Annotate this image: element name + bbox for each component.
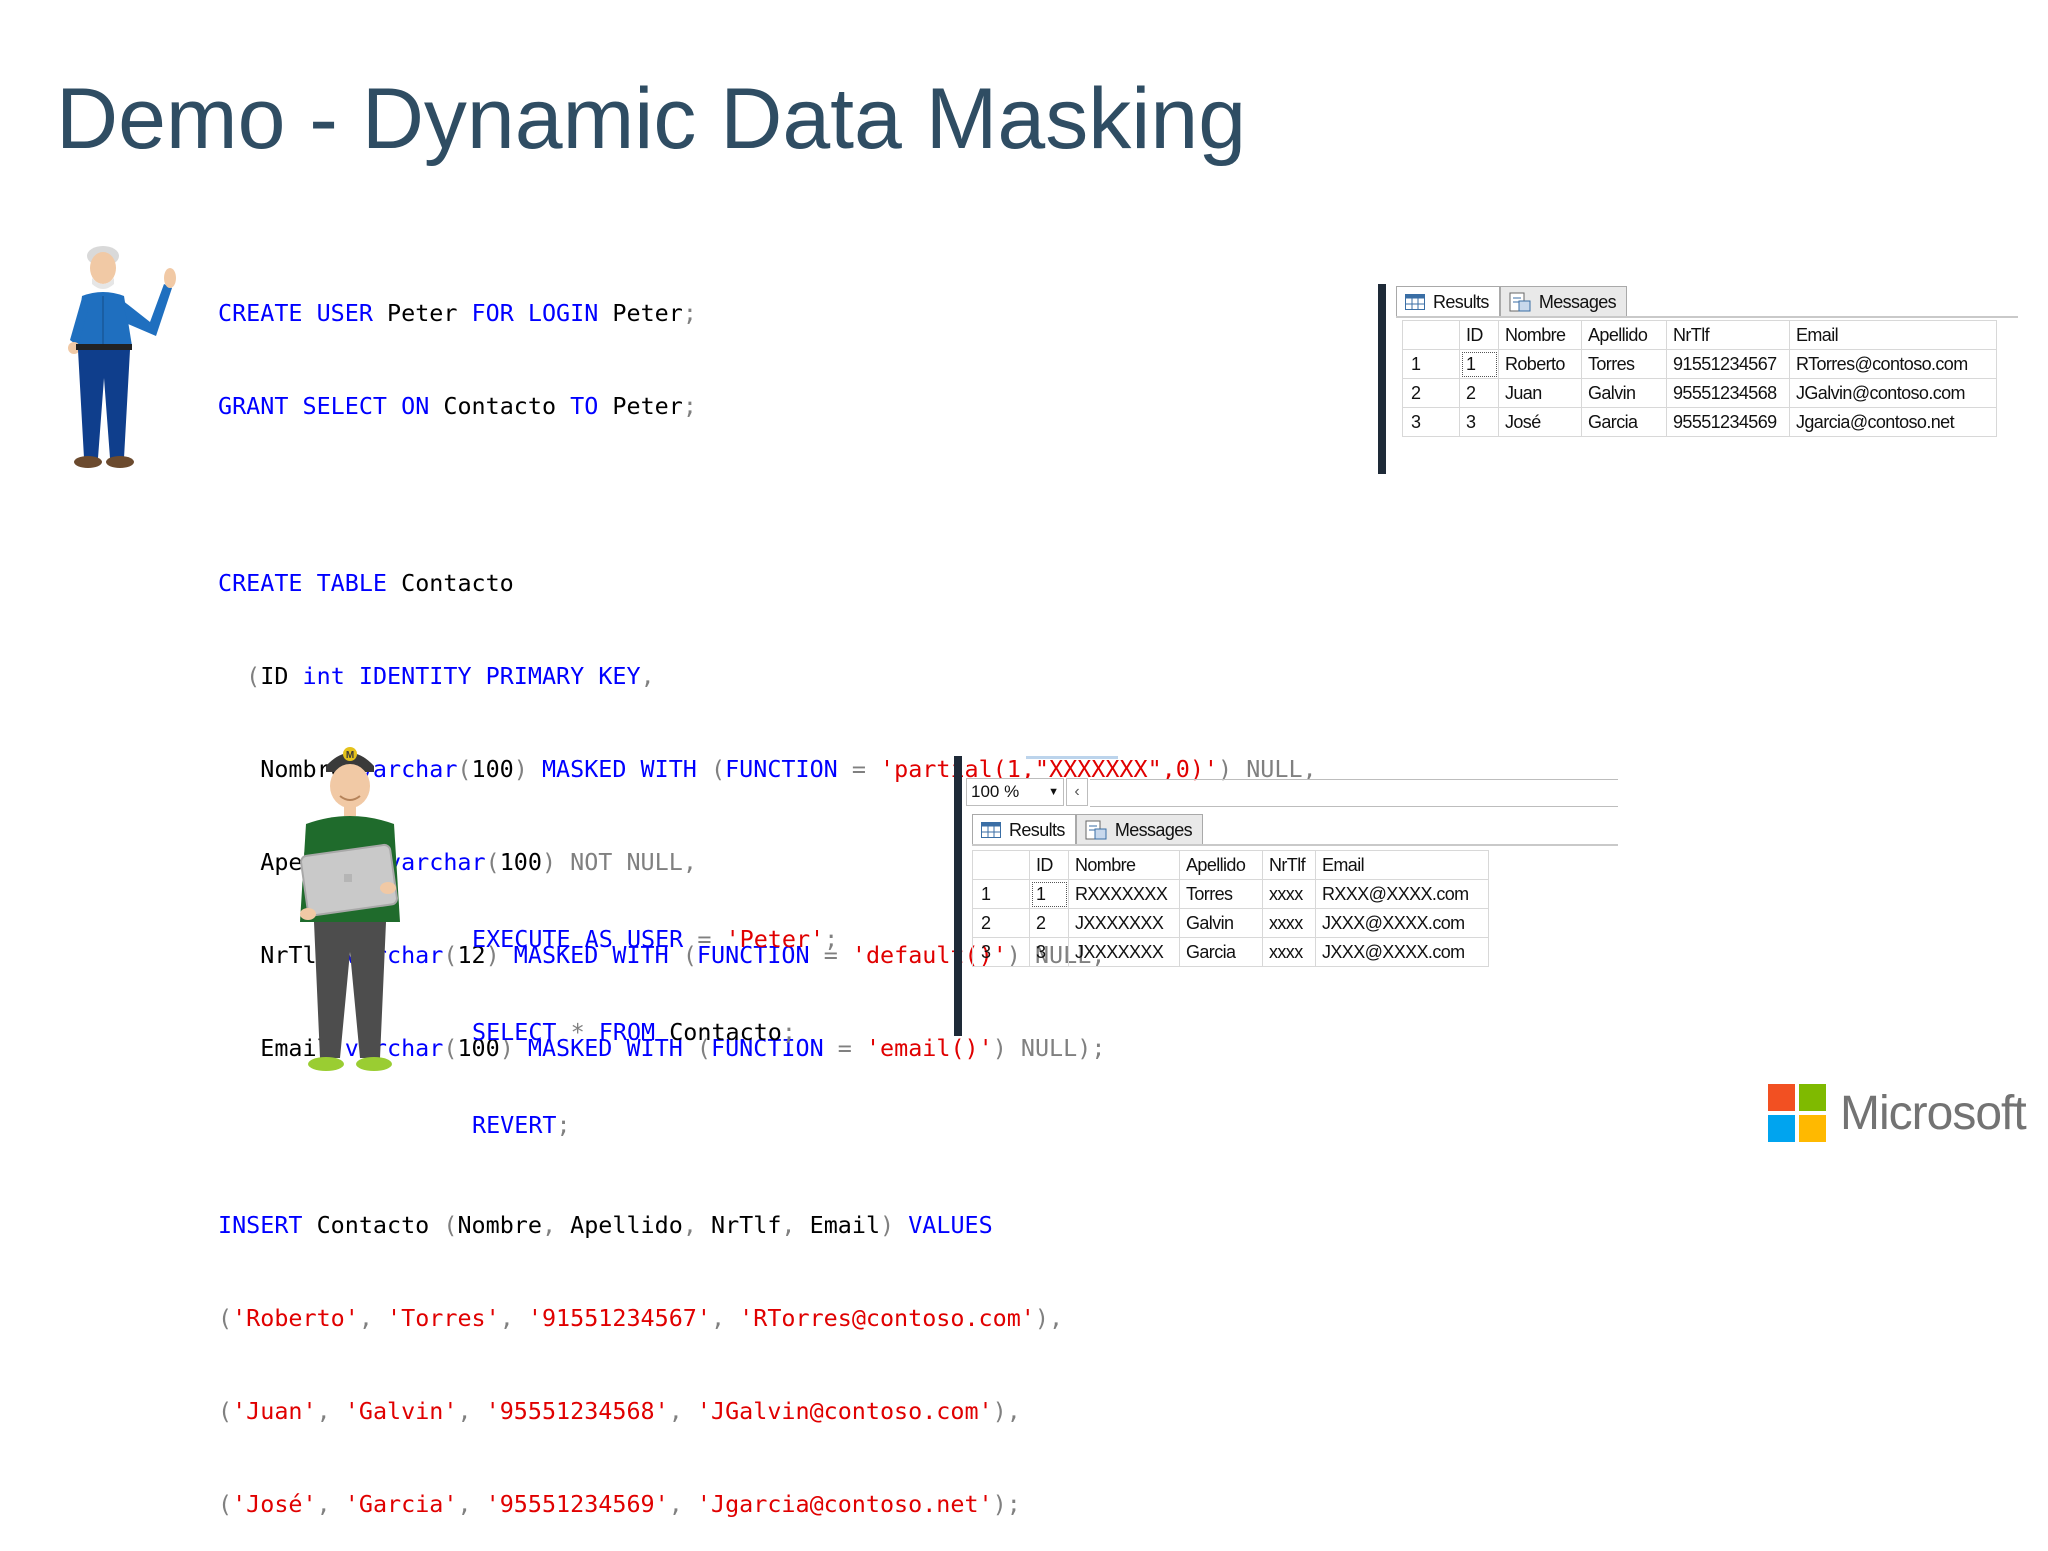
messages-icon	[1509, 292, 1531, 312]
code-line-select: SELECT * FROM Contacto;	[472, 1018, 796, 1046]
column-header-nrtlf[interactable]: NrTlf	[1666, 320, 1790, 350]
column-header-nombre[interactable]: Nombre	[1068, 850, 1180, 880]
code-line-revert: REVERT;	[472, 1111, 571, 1139]
tab-results[interactable]: Results	[1396, 286, 1500, 317]
code-line-create-table: CREATE TABLE Contacto	[218, 569, 514, 597]
tab-messages[interactable]: Messages	[1499, 286, 1628, 317]
code-line-insert: INSERT Contacto (Nombre, Apellido, NrTlf…	[218, 1211, 993, 1239]
zoom-selector[interactable]: 100 % ▼	[966, 778, 1064, 806]
microsoft-wordmark: Microsoft	[1840, 1086, 2027, 1140]
chevron-down-icon: ▼	[1048, 786, 1059, 798]
table-row: 2 2 JXXXXXXX Galvin xxxx JXXX@XXXX.com	[972, 908, 1489, 938]
column-header-email[interactable]: Email	[1789, 320, 1997, 350]
user-person-illustration: M	[300, 747, 400, 1071]
scroll-left-button[interactable]: ‹	[1066, 778, 1088, 806]
microsoft-logo-icon	[1768, 1084, 1826, 1142]
microsoft-brand: Microsoft	[1768, 1084, 2027, 1142]
table-row: 3 3 JXXXXXXX Garcia xxxx JXXX@XXXX.com	[972, 937, 1489, 967]
user-results-panel: 100 % ▼ ‹ Results Messages ID Nombre Ape…	[954, 756, 1618, 1036]
code-line-nombre-column: Nombre varchar(100) MASKED WITH (FUNCTIO…	[260, 755, 1317, 783]
code-line-create-user: CREATE USER Peter FOR LOGIN Peter;	[218, 299, 697, 327]
code-line-grant: GRANT SELECT ON Contacto TO Peter;	[218, 392, 697, 420]
table-row: 1 1 RXXXXXXX Torres xxxx RXXX@XXXX.com	[972, 879, 1489, 909]
user-results-tabs: Results Messages	[972, 814, 1204, 845]
code-line-execute-as: EXECUTE AS USER = 'Peter';	[472, 925, 839, 953]
column-header-id[interactable]: ID	[1029, 850, 1069, 880]
table-row: 3 3 José Garcia 95551234569 Jgarcia@cont…	[1402, 407, 1997, 437]
column-header-nrtlf[interactable]: NrTlf	[1262, 850, 1316, 880]
admin-results-grid: ID Nombre Apellido NrTlf Email 1 1 Rober…	[1402, 320, 1997, 437]
code-line-apellido-column: Apellido varchar(100) NOT NULL,	[260, 848, 697, 876]
table-header-row: ID Nombre Apellido NrTlf Email	[972, 850, 1489, 880]
code-line-id-column: (ID int IDENTITY PRIMARY KEY,	[246, 662, 655, 690]
user-results-grid: ID Nombre Apellido NrTlf Email 1 1 RXXXX…	[972, 850, 1489, 967]
tab-messages[interactable]: Messages	[1075, 814, 1204, 845]
admin-results-tabs: Results Messages	[1396, 286, 1628, 317]
column-header-id[interactable]: ID	[1459, 320, 1499, 350]
table-row: 2 2 Juan Galvin 95551234568 JGalvin@cont…	[1402, 378, 1997, 408]
column-header-apellido[interactable]: Apellido	[1179, 850, 1263, 880]
admin-person-illustration	[68, 246, 176, 468]
code-line-values-2: ('Juan', 'Galvin', '95551234568', 'JGalv…	[218, 1397, 1021, 1425]
user-sql-code: EXECUTE AS USER = 'Peter'; SELECT * FROM…	[472, 862, 838, 1172]
chevron-left-icon: ‹	[1074, 783, 1080, 800]
table-row: 1 1 Roberto Torres 91551234567 RTorres@c…	[1402, 349, 1997, 379]
column-header-apellido[interactable]: Apellido	[1581, 320, 1667, 350]
grid-icon	[1405, 294, 1425, 310]
code-line-values-1: ('Roberto', 'Torres', '91551234567', 'RT…	[218, 1304, 1064, 1332]
horizontal-scrollbar[interactable]	[1090, 779, 1618, 807]
grid-icon	[981, 822, 1001, 838]
code-line-nrtlf-column: NrTlf varchar(12) MASKED WITH (FUNCTION …	[260, 941, 1106, 969]
messages-icon	[1085, 820, 1107, 840]
slide-title: Demo - Dynamic Data Masking	[56, 71, 1247, 167]
tab-results[interactable]: Results	[972, 814, 1076, 845]
code-line-values-3: ('José', 'Garcia', '95551234569', 'Jgarc…	[218, 1490, 1021, 1518]
svg-text:M: M	[346, 750, 354, 761]
table-header-row: ID Nombre Apellido NrTlf Email	[1402, 320, 1997, 350]
column-header-email[interactable]: Email	[1315, 850, 1489, 880]
column-header-nombre[interactable]: Nombre	[1498, 320, 1582, 350]
admin-results-panel: Results Messages ID Nombre Apellido NrTl…	[1378, 284, 2018, 474]
